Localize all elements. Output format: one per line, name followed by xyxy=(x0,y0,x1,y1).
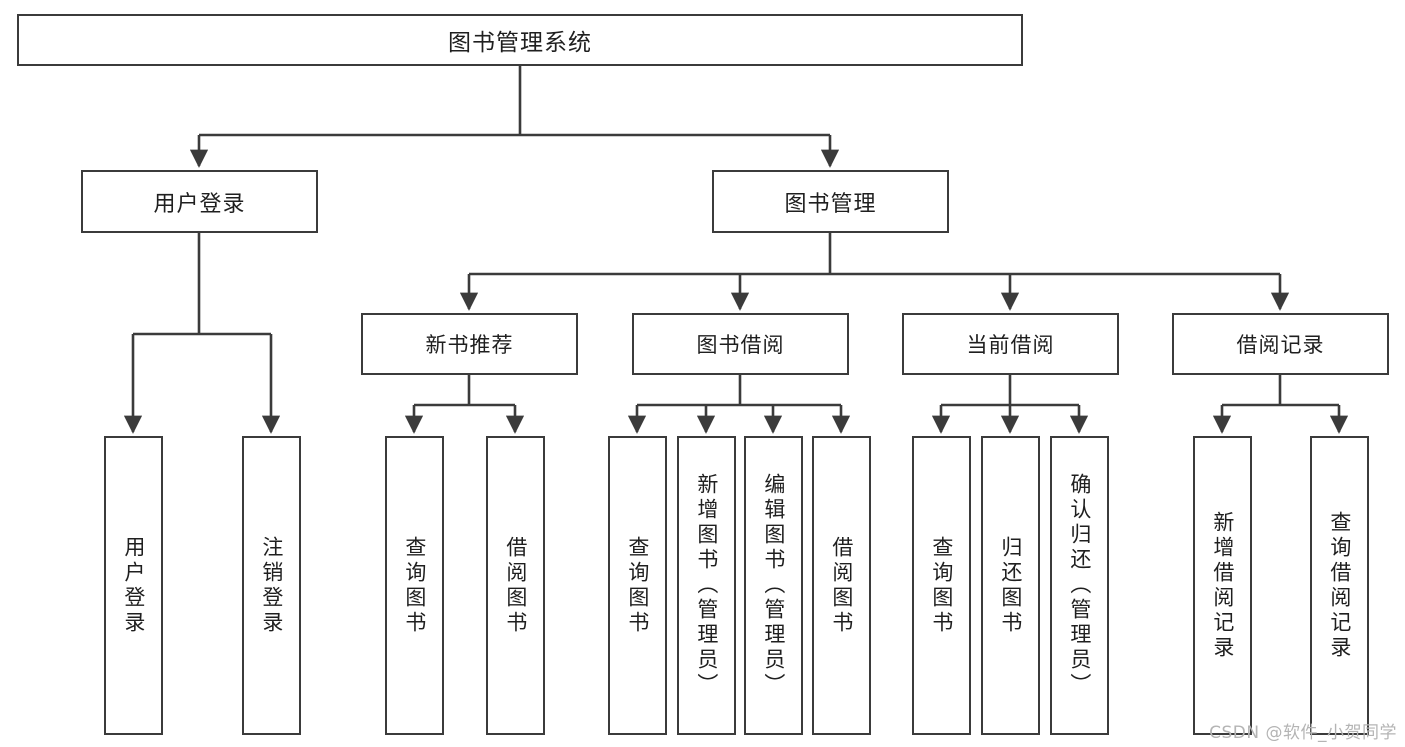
node-leaf-return-book[interactable]: 归还图书 xyxy=(981,436,1040,735)
node-leaf-confirm-return-admin[interactable]: 确认归还（管理员） xyxy=(1050,436,1109,735)
leaf-label: 查询借阅记录 xyxy=(1327,510,1352,661)
leaf-label: 注销登录 xyxy=(259,535,284,636)
node-leaf-query-book-1[interactable]: 查询图书 xyxy=(385,436,444,735)
leaf-label: 查询图书 xyxy=(929,535,954,636)
node-user-login[interactable]: 用户登录 xyxy=(81,170,318,233)
node-leaf-query-book-2[interactable]: 查询图书 xyxy=(608,436,667,735)
leaf-label: 新增图书（管理员） xyxy=(694,473,719,698)
node-leaf-borrow-book-1[interactable]: 借阅图书 xyxy=(486,436,545,735)
node-leaf-edit-book-admin[interactable]: 编辑图书（管理员） xyxy=(744,436,803,735)
leaf-label: 确认归还（管理员） xyxy=(1067,473,1092,698)
leaf-label: 查询图书 xyxy=(625,535,650,636)
leaf-label: 用户登录 xyxy=(121,535,146,636)
node-leaf-logout[interactable]: 注销登录 xyxy=(242,436,301,735)
node-leaf-user-login[interactable]: 用户登录 xyxy=(104,436,163,735)
leaf-label: 借阅图书 xyxy=(829,535,854,636)
node-leaf-add-book-admin[interactable]: 新增图书（管理员） xyxy=(677,436,736,735)
node-root[interactable]: 图书管理系统 xyxy=(17,14,1023,66)
node-leaf-query-book-3[interactable]: 查询图书 xyxy=(912,436,971,735)
node-book-borrow[interactable]: 图书借阅 xyxy=(632,313,849,375)
node-leaf-query-record[interactable]: 查询借阅记录 xyxy=(1310,436,1369,735)
node-book-manage[interactable]: 图书管理 xyxy=(712,170,949,233)
leaf-label: 查询图书 xyxy=(402,535,427,636)
leaf-label: 新增借阅记录 xyxy=(1210,510,1235,661)
node-borrow-record[interactable]: 借阅记录 xyxy=(1172,313,1389,375)
leaf-label: 归还图书 xyxy=(998,535,1023,636)
node-leaf-borrow-book-2[interactable]: 借阅图书 xyxy=(812,436,871,735)
node-new-book-recommend[interactable]: 新书推荐 xyxy=(361,313,578,375)
leaf-label: 编辑图书（管理员） xyxy=(761,473,786,698)
node-current-borrow[interactable]: 当前借阅 xyxy=(902,313,1119,375)
leaf-label: 借阅图书 xyxy=(503,535,528,636)
watermark-text: CSDN @软件_小贺同学 xyxy=(1209,723,1397,743)
node-leaf-add-record[interactable]: 新增借阅记录 xyxy=(1193,436,1252,735)
